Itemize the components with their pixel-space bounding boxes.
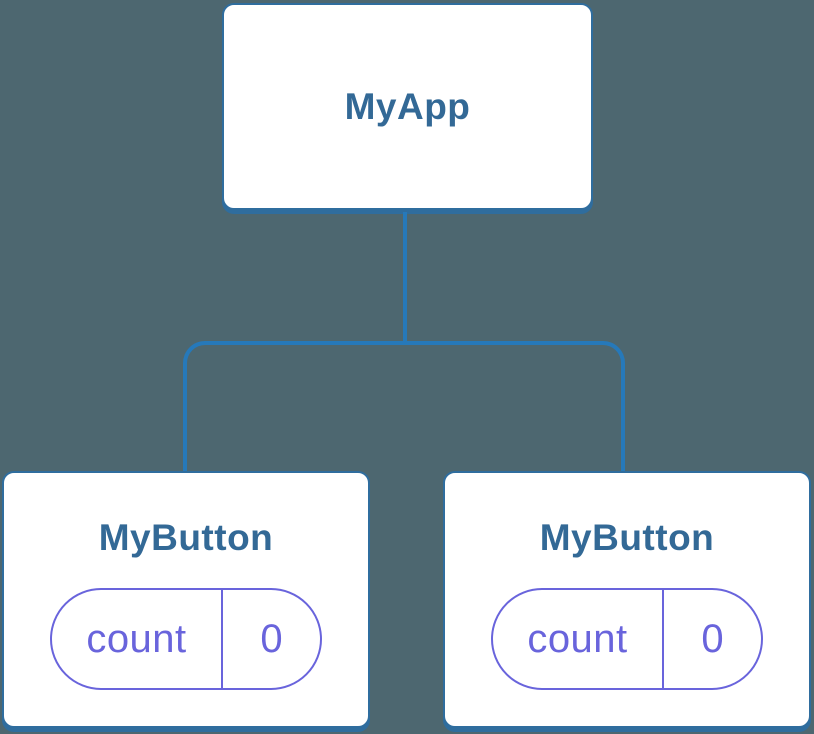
state-pill: count 0: [50, 588, 322, 690]
node-myapp-label: MyApp: [344, 85, 471, 127]
connector-stem: [403, 212, 407, 345]
node-myapp: MyApp: [222, 3, 593, 210]
node-mybutton-left-label: MyButton: [98, 517, 274, 558]
node-mybutton-right-label: MyButton: [539, 517, 715, 558]
state-pill: count 0: [491, 588, 763, 690]
state-name: count: [52, 590, 223, 688]
node-mybutton-right: MyButton count 0: [443, 471, 811, 728]
node-mybutton-left: MyButton count 0: [2, 471, 370, 728]
connector-bridge: [183, 341, 625, 471]
state-value: 0: [260, 616, 283, 661]
state-value: 0: [701, 616, 724, 661]
state-name: count: [493, 590, 664, 688]
